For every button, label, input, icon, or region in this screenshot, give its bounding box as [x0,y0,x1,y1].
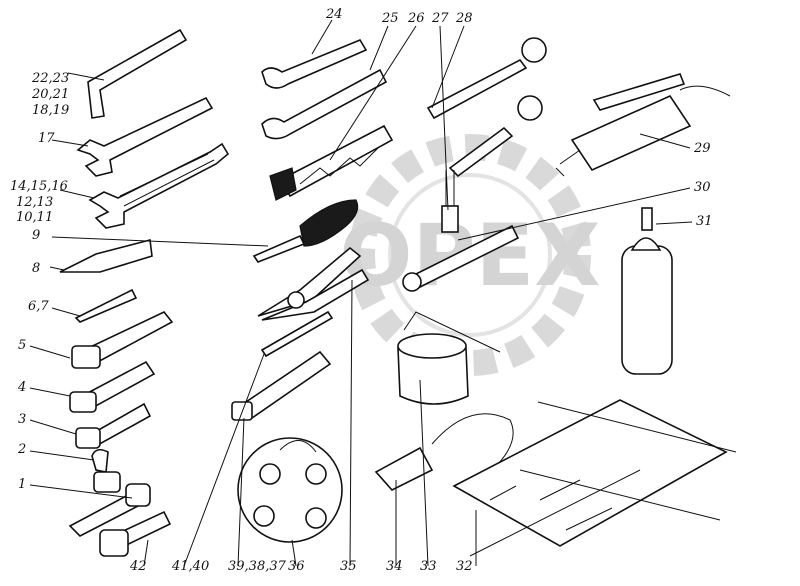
box-spanner-37-39 [238,350,332,420]
inspection-lamp-34 [374,446,434,491]
label-9: 9 [32,228,41,243]
label-39-38-37: 39,38,37 [228,559,286,574]
label-22-23: 22,23 [32,71,70,86]
label-33: 33 [420,559,437,574]
label-12-13: 12,13 [16,195,54,210]
label-10-11: 10,11 [16,210,54,225]
label-1: 1 [18,477,27,492]
label-24: 24 [326,7,343,22]
hose-28 [426,58,528,120]
label-27: 27 [432,11,449,26]
label-18-19: 18,19 [32,103,70,118]
label-6-7: 6,7 [28,299,49,314]
tool-bag-36 [237,437,343,543]
label-30: 30 [694,180,711,195]
grease-gun-29 [570,94,692,172]
oil-can-33 [397,347,469,405]
chisel-8 [59,238,153,273]
label-20-21: 20,21 [32,87,70,102]
label-42: 42 [130,559,147,574]
hex-key [87,28,188,119]
label-17: 17 [38,131,55,146]
label-26: 26 [408,11,425,26]
open-end-wrench-14-16 [88,142,230,229]
label-34: 34 [386,559,403,574]
tarpaulin-32 [452,399,728,547]
label-8: 8 [32,261,41,276]
screwdriver-9 [252,234,306,263]
spray-bottle-31 [621,245,673,375]
label-14-15-16: 14,15,16 [10,179,68,194]
label-28: 28 [456,11,473,26]
label-41-40: 41,40 [172,559,210,574]
label-3: 3 [18,412,27,427]
label-32: 32 [456,559,473,574]
label-2: 2 [18,442,27,457]
leader-lines [29,19,693,567]
punch-6-7 [74,288,138,323]
label-4: 4 [18,380,27,395]
label-35: 35 [340,559,357,574]
label-5: 5 [18,338,27,353]
open-end-wrench-17 [76,96,214,177]
label-29: 29 [694,141,711,156]
label-31: 31 [696,214,713,229]
label-25: 25 [382,11,399,26]
label-36: 36 [288,559,305,574]
hook-spanner-24 [261,38,368,89]
rod-40-41 [260,310,334,358]
tube-key-2 [91,448,109,473]
hook-spanner-25 [261,68,388,140]
hose-27 [448,126,514,178]
